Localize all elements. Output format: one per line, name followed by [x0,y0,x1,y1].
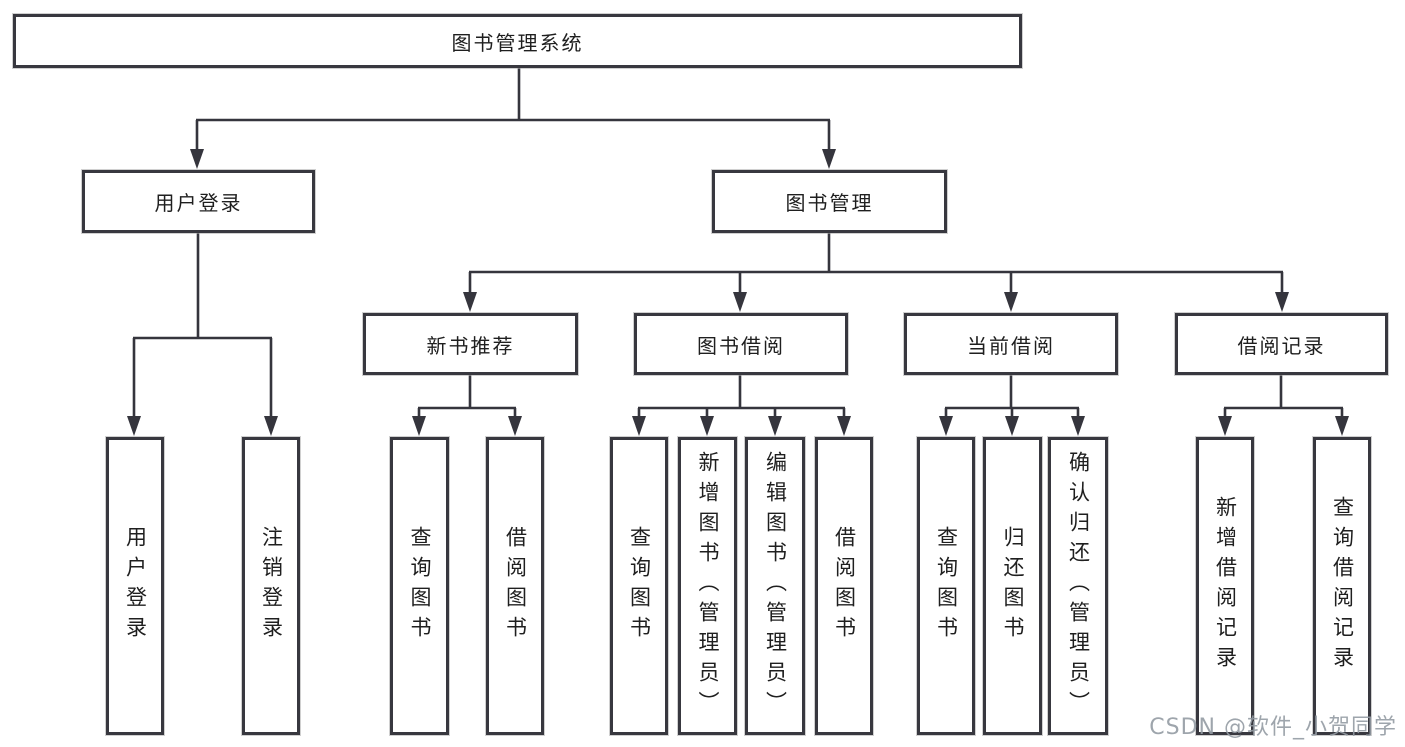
node-label: 查询图书 [934,526,959,646]
node-book-management: 图书管理 [712,170,947,233]
node-label: 图书管理 [785,191,874,215]
node-user-login: 用户登录 [82,170,315,233]
csdn-watermark: CSDN @软件_小贺同学 [1149,715,1397,740]
node-label: 归还图书 [1001,526,1025,646]
node-new-book-recommend: 新书推荐 [363,313,578,375]
leaf-add-borrow-record: 新增借阅记录 [1196,437,1254,735]
node-label: 当前借阅 [967,333,1055,358]
leaf-add-book-admin: 新增图书（管理员） [678,437,737,735]
node-library-management-system: 图书管理系统 [13,14,1022,68]
arrow-heads [127,149,1349,436]
leaf-edit-book-admin: 编辑图书（管理员） [745,437,805,735]
leaf-logout-login: 注销登录 [242,437,300,735]
node-label: 查询图书 [627,526,652,646]
node-label: 图书借阅 [697,333,785,358]
node-label: 新书推荐 [426,333,515,358]
node-label: 用户登录 [154,191,243,215]
leaf-recommend-borrow-book: 借阅图书 [486,437,544,735]
leaf-borrow-book: 借阅图书 [815,437,873,735]
node-label: 用户登录 [123,526,148,646]
node-label: 新增借阅记录 [1213,496,1238,676]
node-label: 新增图书（管理员） [696,451,720,721]
node-label: 编辑图书（管理员） [763,451,788,721]
node-book-borrow: 图书借阅 [634,313,848,375]
leaf-current-query-book: 查询图书 [917,437,975,735]
node-label: 查询借阅记录 [1330,496,1355,676]
leaf-recommend-query-book: 查询图书 [390,437,449,735]
node-current-borrow: 当前借阅 [904,313,1118,375]
node-label: 借阅图书 [503,526,528,646]
leaf-user-login: 用户登录 [106,437,164,735]
leaf-return-book: 归还图书 [983,437,1042,735]
leaf-borrow-query-book: 查询图书 [610,437,668,735]
node-label: 确认归还（管理员） [1066,451,1091,721]
node-label: 查询图书 [408,526,432,646]
node-borrow-record: 借阅记录 [1175,313,1388,375]
node-label: 图书管理系统 [451,30,584,55]
node-label: 注销登录 [259,526,284,646]
leaf-query-borrow-record: 查询借阅记录 [1313,437,1371,735]
node-label: 借阅记录 [1237,333,1326,358]
leaf-confirm-return-admin: 确认归还（管理员） [1048,437,1108,735]
node-label: 借阅图书 [832,526,857,646]
